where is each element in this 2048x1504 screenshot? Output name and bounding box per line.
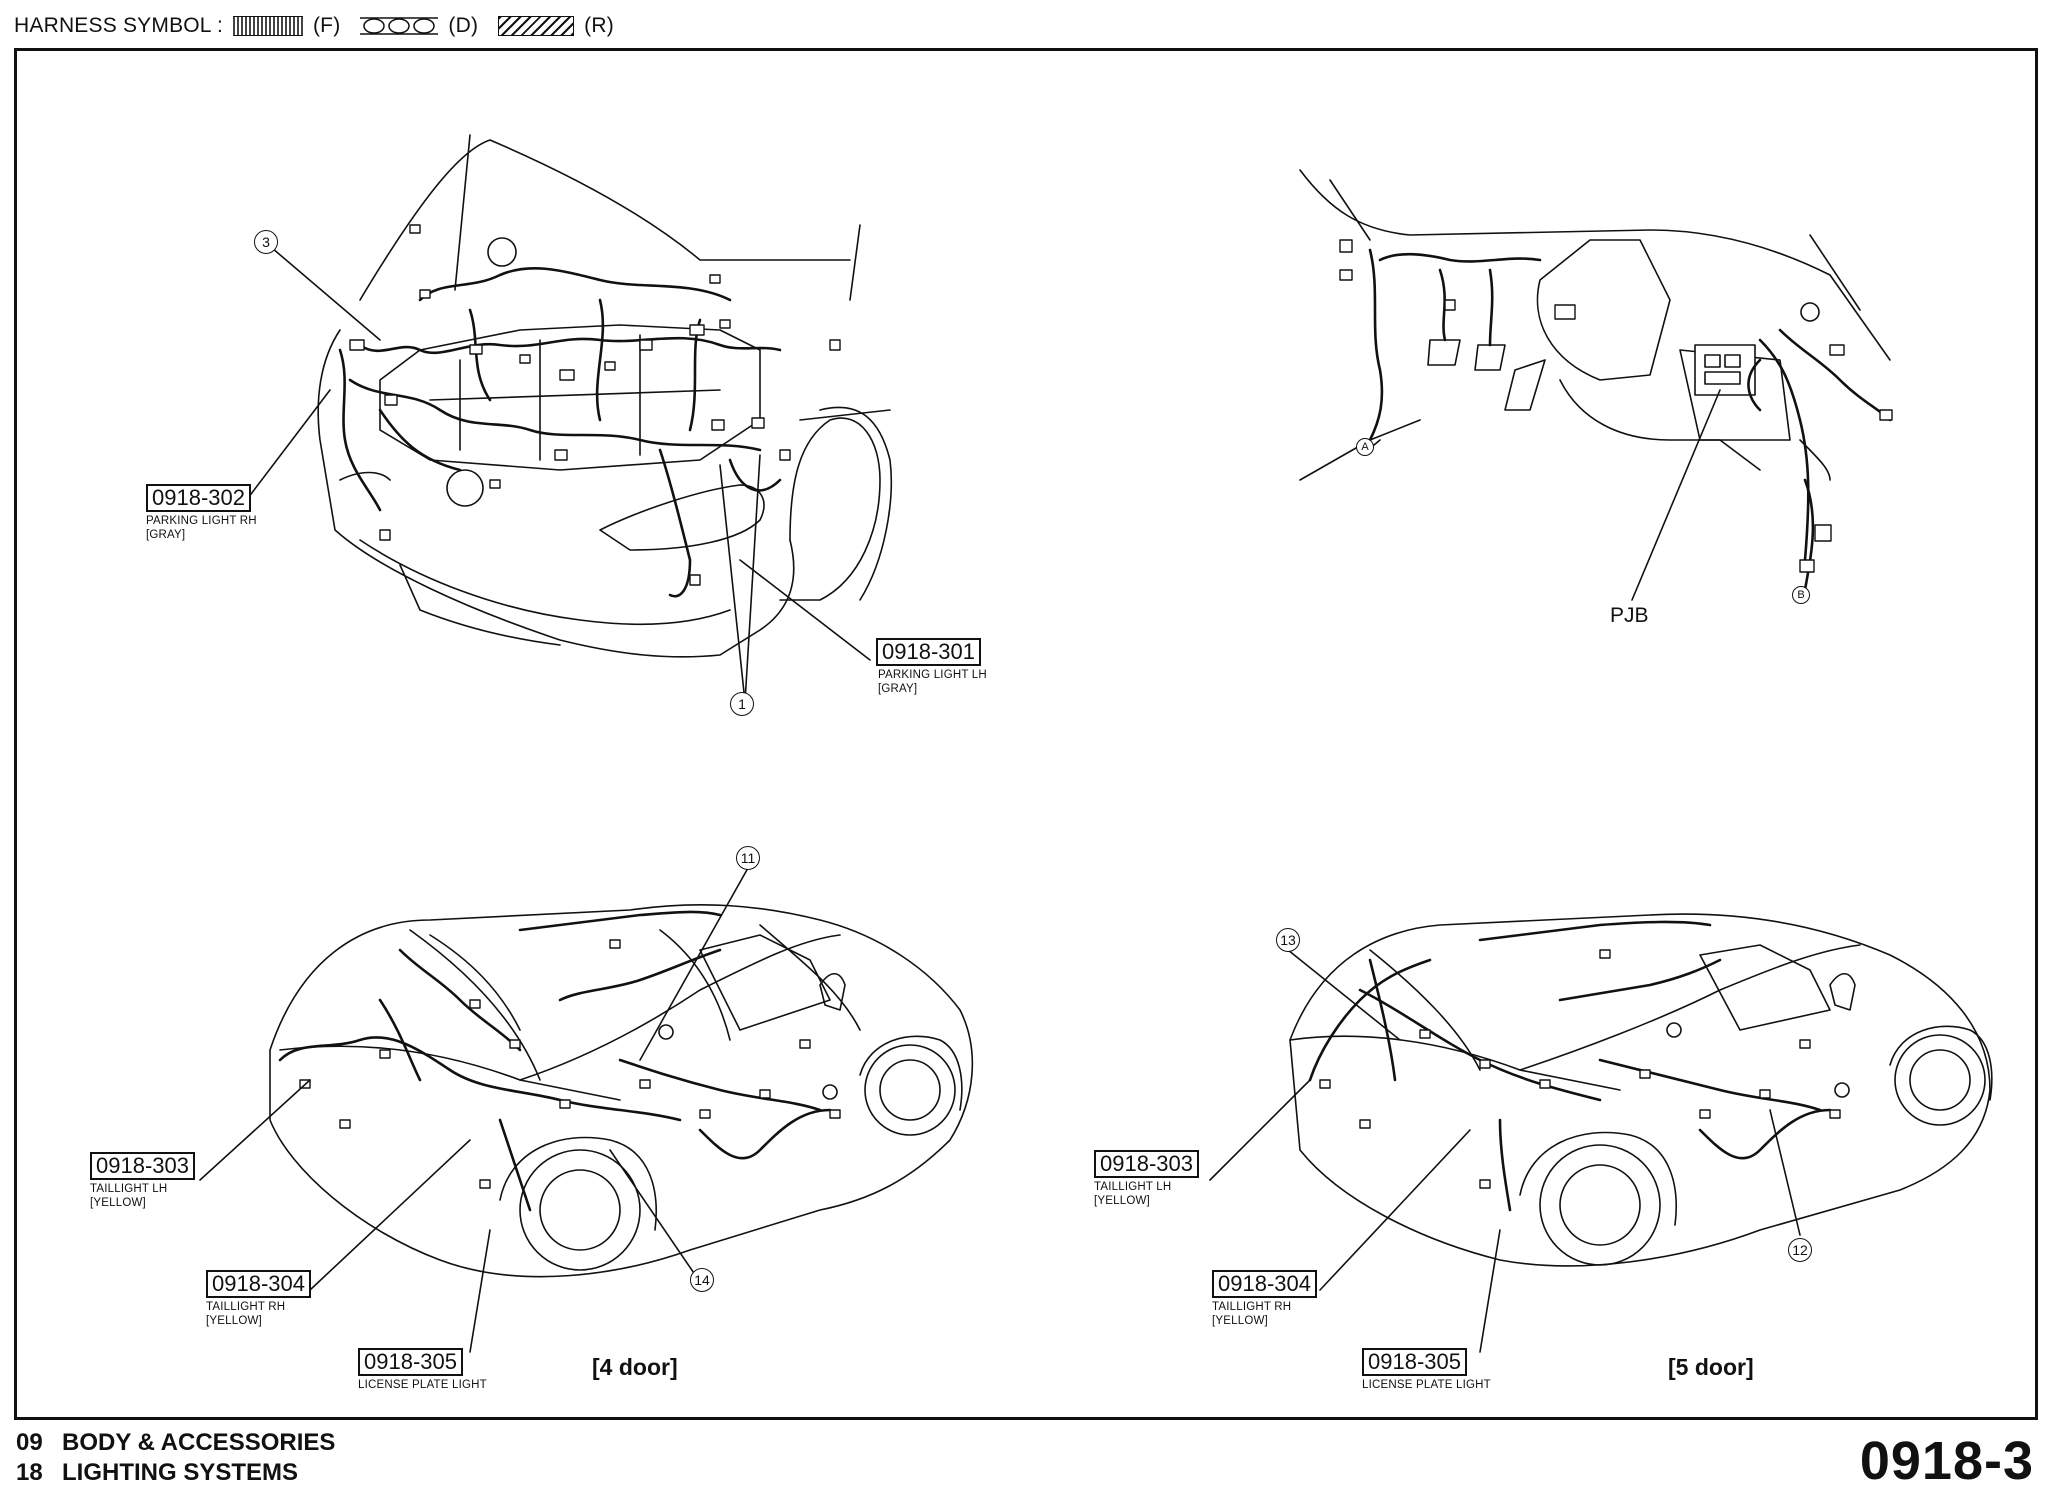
section-footer: 09 BODY & ACCESSORIES 18 LIGHTING SYSTEMS — [16, 1428, 335, 1488]
dashboard-harness-symbol-icon — [360, 17, 439, 35]
callout-13: 13 — [1276, 928, 1300, 952]
door5-connector-0918-305-name: LICENSE PLATE LIGHT — [1362, 1379, 1491, 1391]
door4-connector-0918-303[interactable]: 0918-303 — [90, 1152, 195, 1180]
front-harness-symbol-icon — [232, 16, 303, 36]
door4-connector-0918-304-color: [YELLOW] — [206, 1315, 262, 1327]
variant-5-door: [5 door] — [1668, 1354, 1754, 1380]
callout-14: 14 — [690, 1268, 714, 1292]
callout-1: 1 — [730, 692, 754, 716]
door5-connector-0918-304[interactable]: 0918-304 — [1212, 1270, 1317, 1298]
dashboard-illustration — [1299, 169, 1893, 601]
door4-connector-0918-304-name: TAILLIGHT RH — [206, 1301, 286, 1313]
legend-title: HARNESS SYMBOL : — [14, 14, 223, 37]
harness-symbol-legend: HARNESS SYMBOL : (F) (D) (R) — [14, 12, 614, 40]
callout-11: 11 — [736, 846, 760, 870]
connector-0918-301-name: PARKING LIGHT LH — [878, 669, 987, 681]
diagram-frame — [14, 48, 2038, 1420]
five-door-illustration — [1209, 913, 1993, 1353]
callout-12: 12 — [1788, 1238, 1812, 1262]
section-title: BODY & ACCESSORIES — [62, 1429, 336, 1456]
door4-connector-0918-304[interactable]: 0918-304 — [206, 1270, 311, 1298]
legend-r-label: (R) — [584, 14, 614, 37]
page-number: 0918-3 — [1859, 1431, 2034, 1491]
callout-3: 3 — [254, 230, 278, 254]
connector-0918-301-color: [GRAY] — [878, 683, 918, 695]
callout-b-dash: B — [1792, 586, 1810, 604]
door5-connector-0918-303-name: TAILLIGHT LH — [1094, 1181, 1172, 1193]
rear-harness-symbol-icon — [498, 16, 575, 36]
section-number: 09 — [16, 1429, 43, 1456]
door5-connector-0918-304-name: TAILLIGHT RH — [1212, 1301, 1292, 1313]
callout-a-dash: A — [1356, 438, 1374, 456]
subsection-number: 18 — [16, 1459, 43, 1486]
connector-0918-302-name: PARKING LIGHT RH — [146, 515, 257, 527]
door4-connector-0918-303-color: [YELLOW] — [90, 1197, 146, 1209]
door5-connector-0918-305[interactable]: 0918-305 — [1362, 1348, 1467, 1376]
door4-connector-0918-305-name: LICENSE PLATE LIGHT — [358, 1379, 487, 1391]
legend-f-label: (F) — [312, 14, 341, 37]
connector-0918-302-color: [GRAY] — [146, 529, 186, 541]
door5-connector-0918-303-color: [YELLOW] — [1094, 1195, 1150, 1207]
door4-connector-0918-303-name: TAILLIGHT LH — [90, 1183, 168, 1195]
variant-4-door: [4 door] — [592, 1354, 678, 1380]
door5-connector-0918-304-color: [YELLOW] — [1212, 1315, 1268, 1327]
connector-0918-301[interactable]: 0918-301 — [876, 638, 981, 666]
subsection-title: LIGHTING SYSTEMS — [62, 1459, 299, 1486]
door4-connector-0918-305[interactable]: 0918-305 — [358, 1348, 463, 1376]
section-line: 09 BODY & ACCESSORIES — [16, 1428, 335, 1458]
legend-d-label: (D) — [448, 14, 479, 37]
connector-0918-302[interactable]: 0918-302 — [146, 484, 251, 512]
door5-connector-0918-303[interactable]: 0918-303 — [1094, 1150, 1199, 1178]
pjb-label[interactable]: PJB — [1610, 604, 1649, 627]
engine-bay-illustration — [247, 134, 893, 703]
subsection-line: 18 LIGHTING SYSTEMS — [16, 1458, 335, 1488]
four-door-illustration — [199, 867, 974, 1353]
